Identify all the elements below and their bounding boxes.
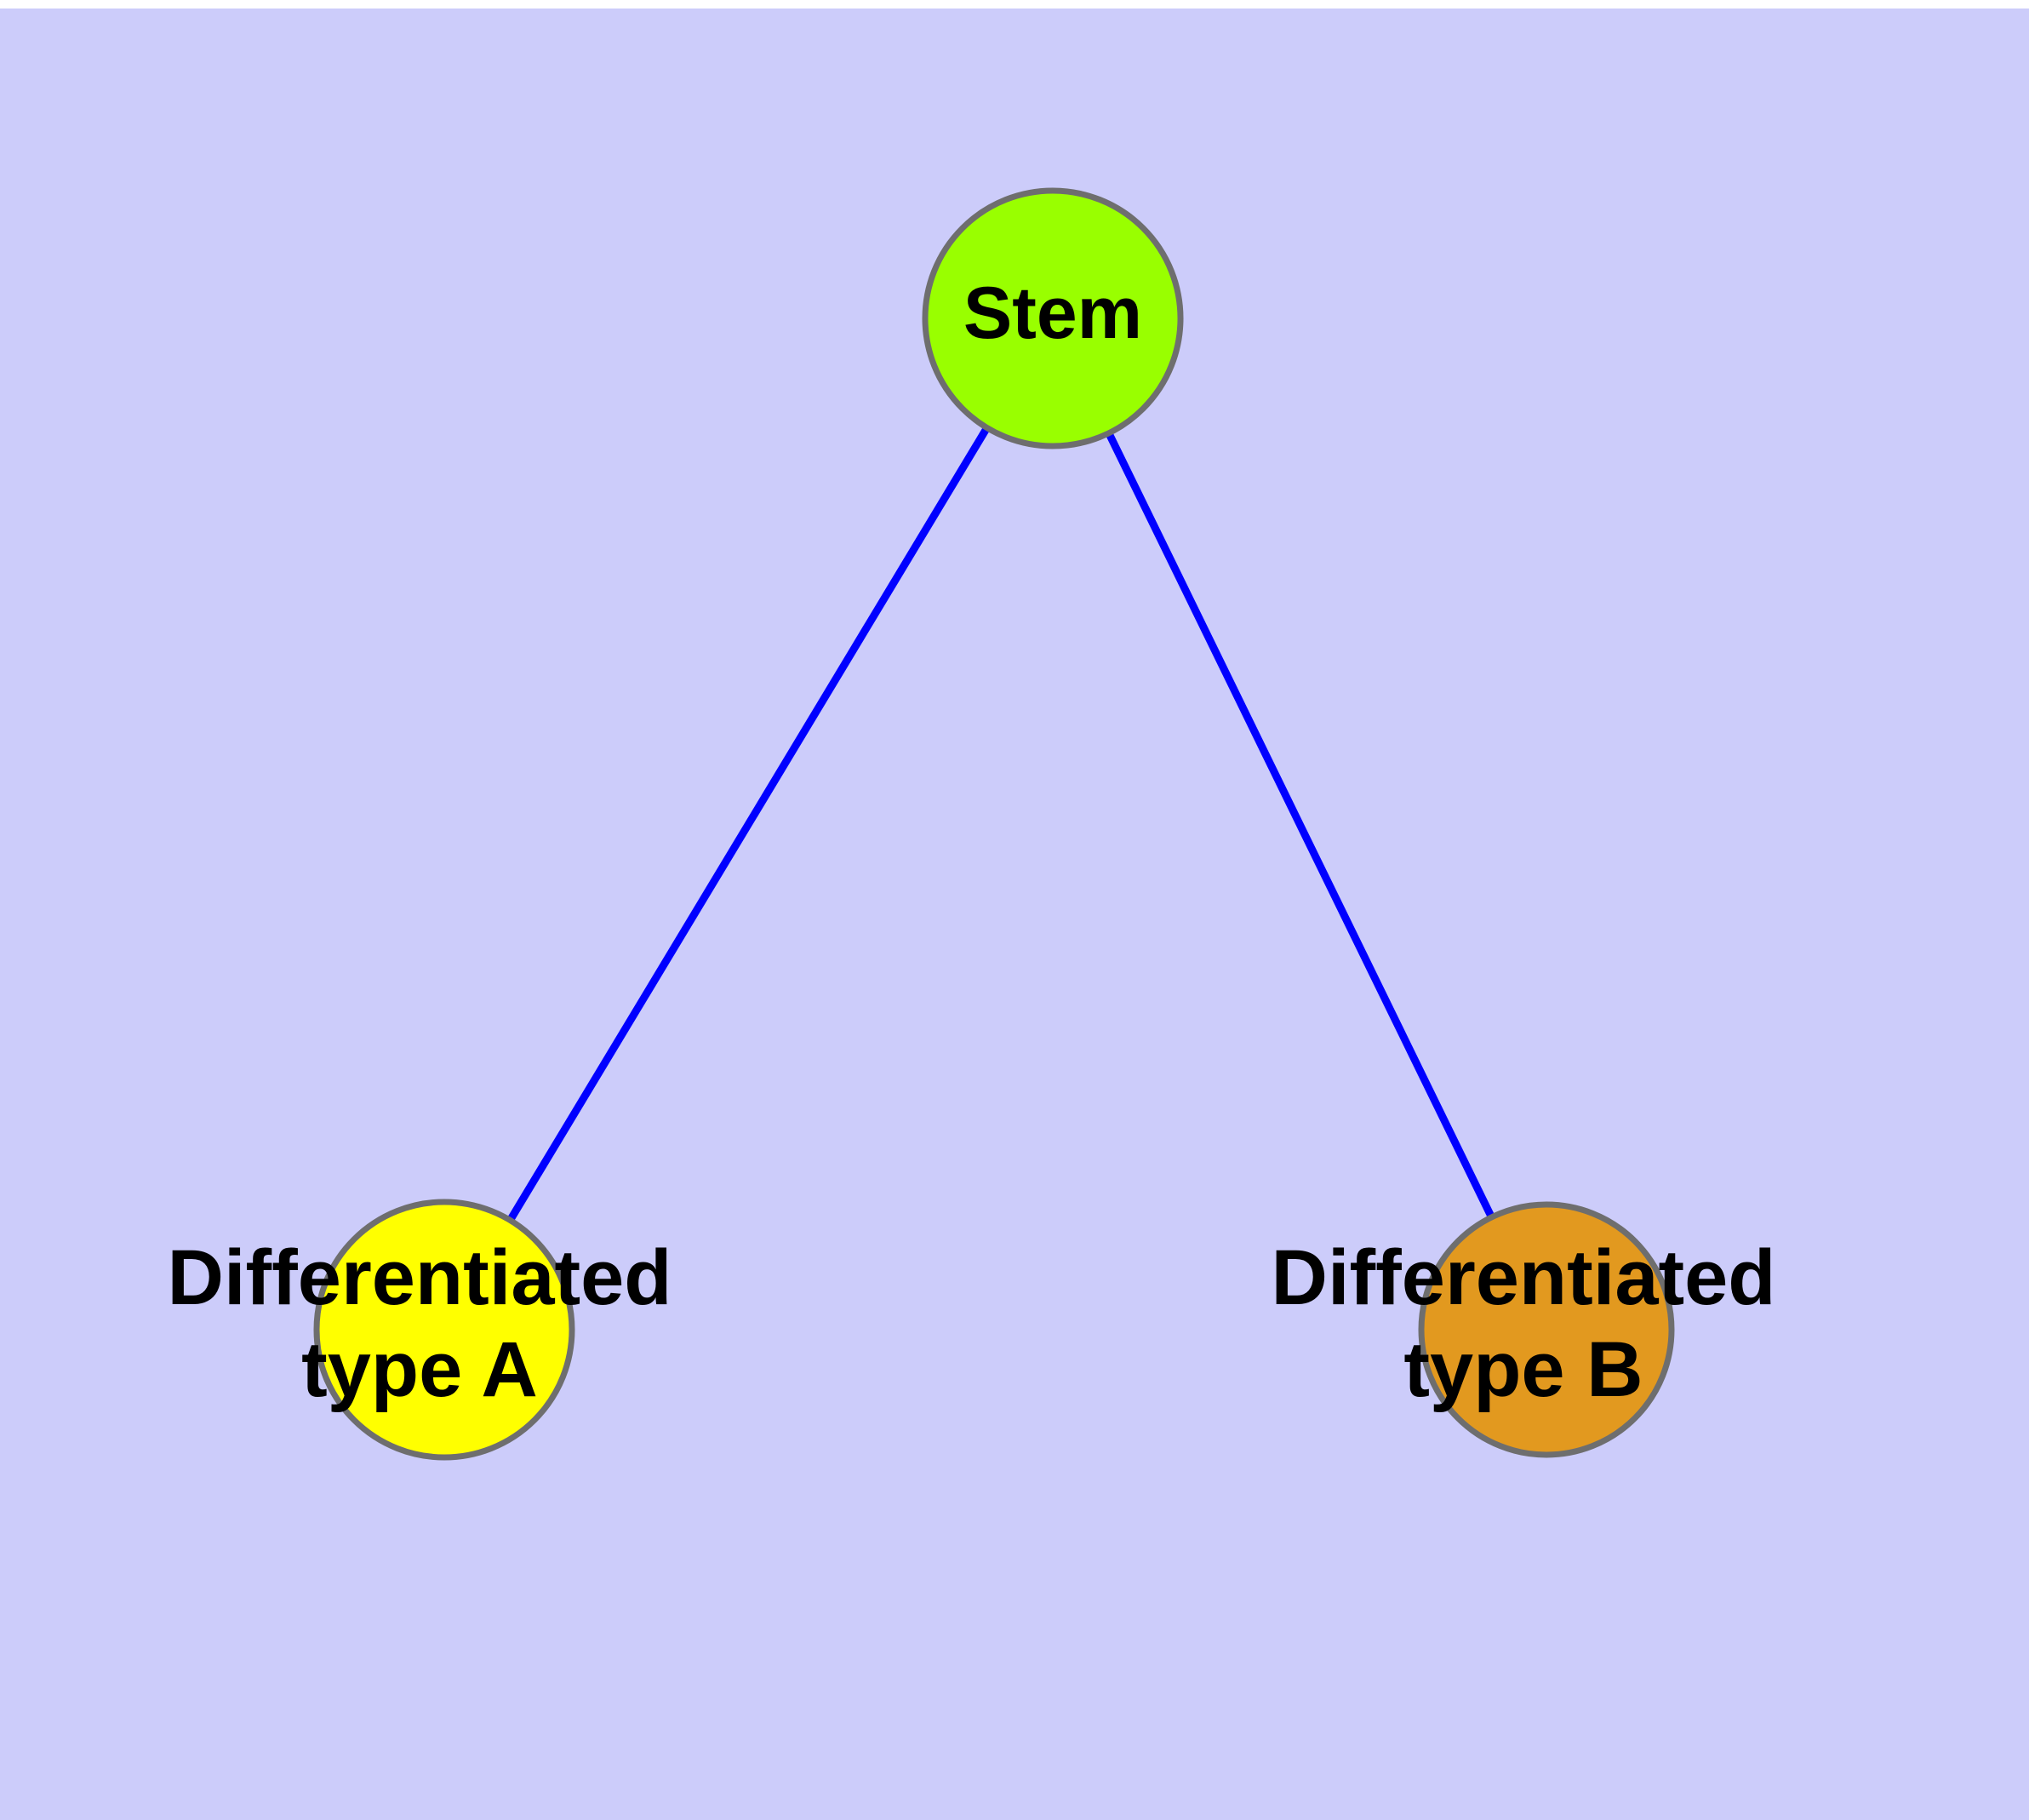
label-line: Stem	[963, 272, 1142, 354]
edge-stem-to-diff-a[interactable]	[441, 316, 1056, 1332]
edge-stem-to-diff-b[interactable]	[1049, 317, 1551, 1331]
node-differentiated-type-b-circle[interactable]	[1418, 1201, 1675, 1458]
node-stem-circle[interactable]	[922, 187, 1184, 449]
node-stem-label: Stem	[963, 272, 1142, 354]
node-stem[interactable]	[922, 187, 1184, 449]
node-differentiated-type-a[interactable]	[313, 1199, 575, 1461]
edge-layer	[441, 316, 1551, 1332]
node-layer	[313, 187, 1675, 1461]
label-line: Differentiated	[168, 1234, 672, 1321]
label-line: Differentiated	[1272, 1234, 1776, 1321]
label-line: type A	[301, 1326, 538, 1413]
label-line: type B	[1403, 1326, 1643, 1413]
node-differentiated-type-b[interactable]	[1418, 1201, 1675, 1458]
node-differentiated-type-a-circle[interactable]	[313, 1199, 575, 1461]
